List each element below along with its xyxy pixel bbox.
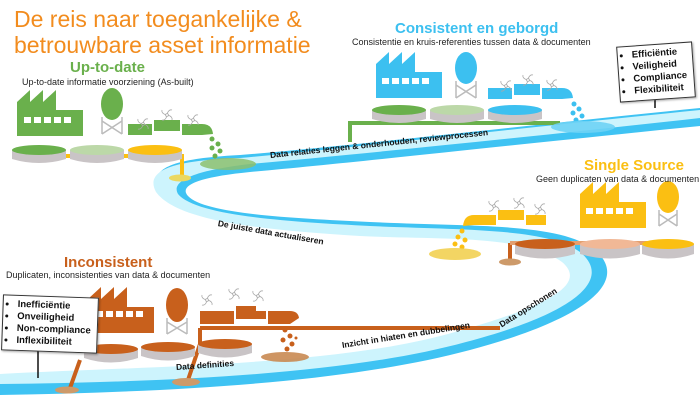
positive-outcomes-sign: Efficiëntie Veiligheid Compliance Flexib…	[616, 41, 696, 103]
title-line-2: betrouwbare asset informatie	[14, 32, 311, 58]
silo-icon	[455, 52, 477, 99]
factory-icon	[376, 52, 442, 98]
tank-icon	[372, 105, 542, 123]
silo-icon	[166, 288, 188, 335]
stage-subtitle-up-to-date: Up-to-date informatie voorziening (As-bu…	[22, 77, 194, 87]
stage-title-consistent: Consistent en geborgd	[395, 20, 559, 37]
factory-icon	[580, 182, 646, 228]
single-source-plant	[429, 181, 694, 266]
negative-outcomes-sign: Inefficiëntie Onveiligheid Non-complianc…	[1, 294, 99, 354]
silo-icon	[657, 181, 679, 227]
title-line-1: De reis naar toegankelijke &	[14, 6, 302, 32]
stage-title-inconsistent: Inconsistent	[64, 254, 153, 271]
page-title: De reis naar toegankelijke & betrouwbare…	[14, 6, 311, 58]
silo-icon	[101, 88, 123, 135]
stage-subtitle-single-source: Geen duplicaten van data & documenten	[536, 174, 700, 184]
stage-title-single-source: Single Source	[584, 157, 685, 174]
inconsistent-plant	[55, 287, 500, 394]
stage-subtitle-inconsistent: Duplicaten, inconsistenties van data & d…	[6, 270, 211, 280]
tank-icon	[84, 339, 252, 363]
tank-icon	[12, 145, 182, 163]
stage-title-up-to-date: Up-to-date	[70, 59, 145, 76]
stage-subtitle-consistent: Consistentie en kruis-referenties tussen…	[352, 37, 591, 47]
tank-icon	[515, 239, 694, 259]
consistent-plant	[348, 52, 615, 142]
factory-icon	[17, 90, 83, 136]
sign-item: Flexibiliteit	[634, 82, 689, 98]
up-to-date-plant	[12, 88, 256, 182]
